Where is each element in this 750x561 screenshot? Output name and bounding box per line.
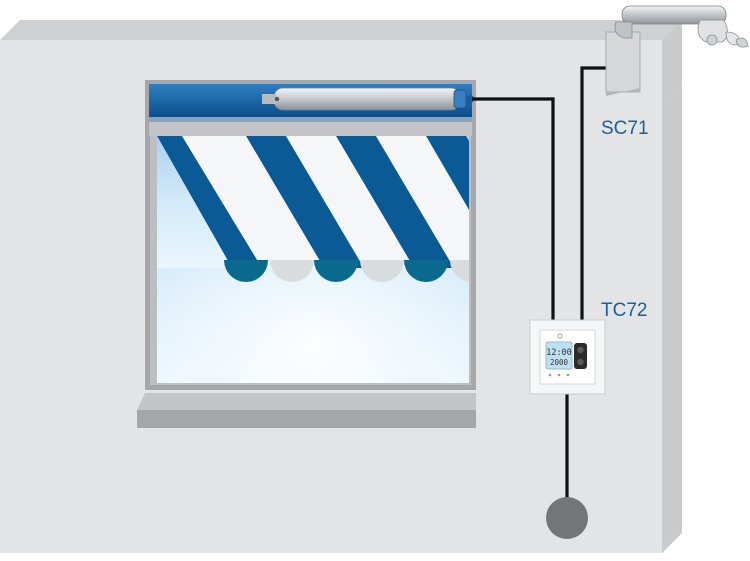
awning-scallop	[450, 260, 469, 282]
awning-stripe-white	[376, 136, 469, 268]
awning-fabric	[157, 136, 469, 282]
wall-side	[662, 87, 682, 553]
window-sill	[137, 393, 476, 428]
wire-sensor-to-controller	[580, 66, 606, 320]
wall-side-upper	[662, 20, 682, 107]
controller-rocker-button[interactable]	[574, 343, 587, 369]
controller-time: 12:00	[546, 348, 572, 358]
awning-stripe	[157, 136, 262, 268]
awning-stripe	[336, 136, 454, 268]
wall-timer-controller-icon: 12:00 2000	[529, 319, 606, 395]
controller-lcd	[545, 341, 573, 370]
controller-label: TC72	[601, 300, 647, 321]
awning-scallop	[224, 260, 268, 282]
awning-scallop	[270, 260, 314, 282]
tubular-motor-icon	[262, 87, 474, 111]
sensor-housing	[605, 31, 641, 93]
awning-scallop	[404, 260, 448, 282]
sensor-arm	[621, 5, 727, 25]
awning-stripe-white	[182, 136, 324, 268]
awning-scallop	[360, 260, 404, 282]
sun-wind-sensor-icon	[605, 5, 749, 96]
sensor-label: SC71	[601, 118, 649, 139]
controller-date: 2000	[550, 358, 569, 367]
wall-top	[0, 20, 682, 40]
sensor-sun-dome	[697, 19, 728, 43]
wiring	[472, 66, 606, 500]
awning-stripe-white	[286, 136, 414, 268]
wire-motor-to-controller	[472, 97, 555, 320]
awning-stripe	[246, 136, 364, 268]
awning-scallop	[314, 260, 358, 282]
power-source-icon	[546, 497, 588, 539]
